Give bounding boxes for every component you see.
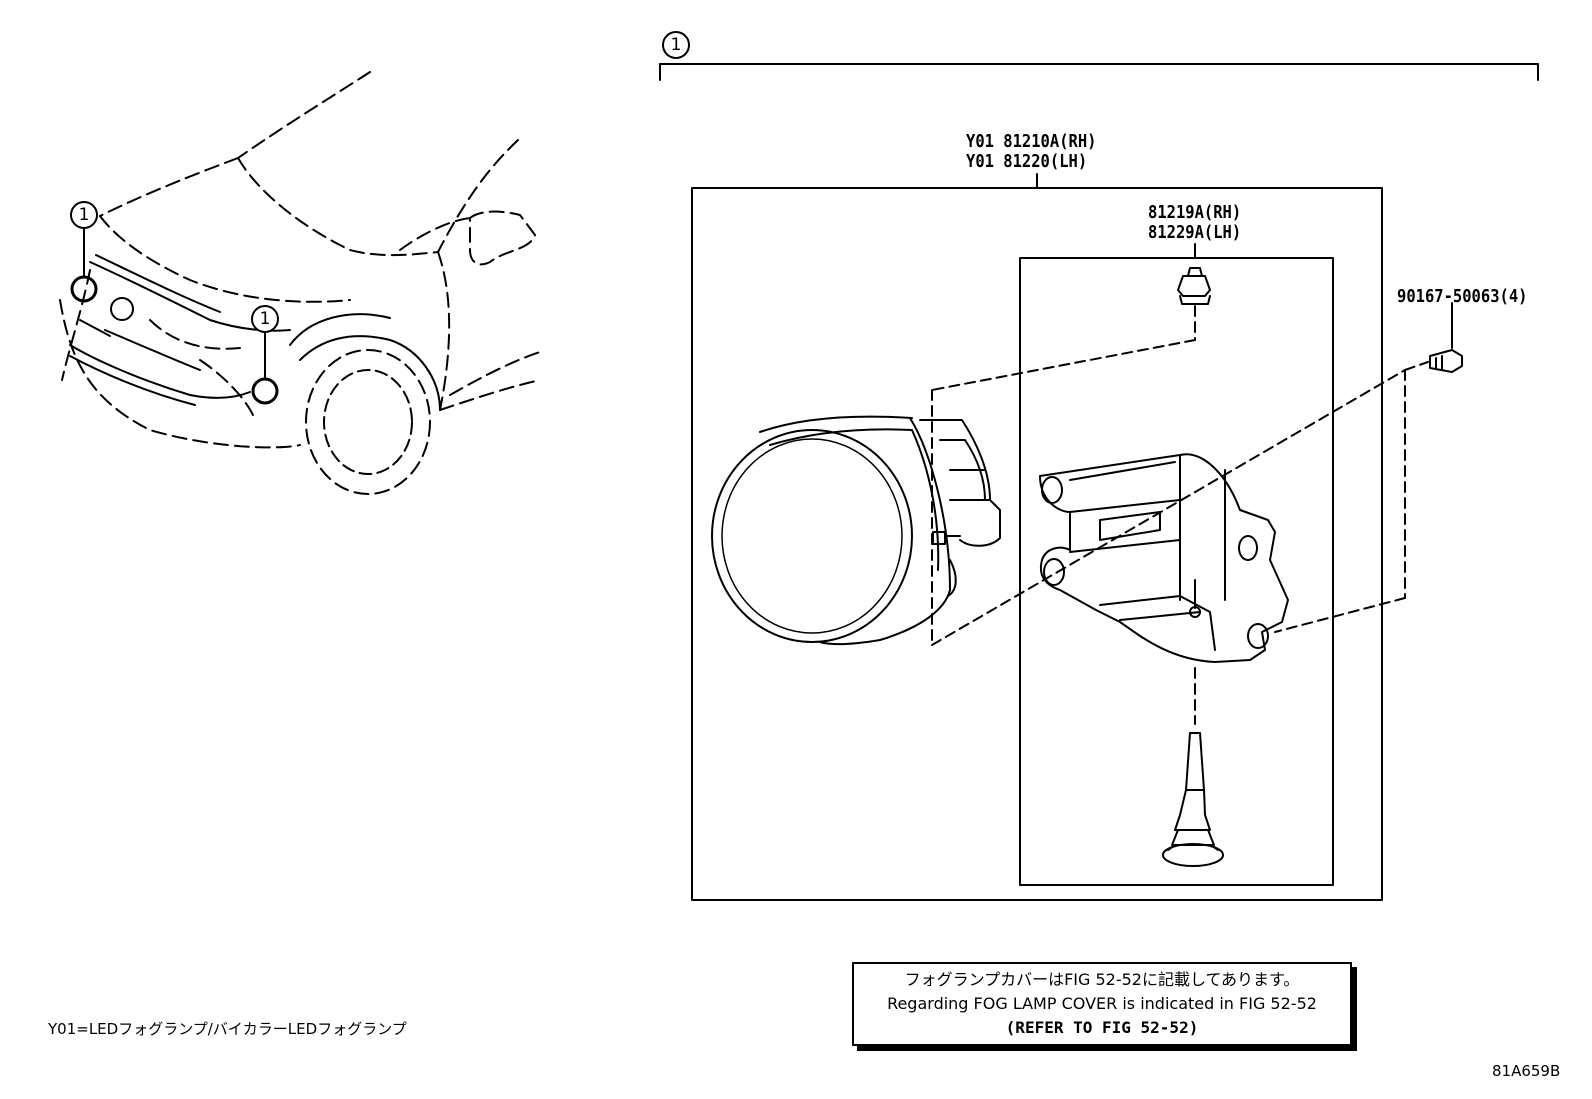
- clip-part: [1177, 267, 1211, 305]
- assembly-box-inner: [1019, 243, 1334, 886]
- vehicle-callout-upper: 1: [70, 201, 98, 229]
- fog-lamp-unit: [711, 415, 1001, 646]
- bulb-socket-part: [1162, 732, 1224, 867]
- group-bracket: [659, 63, 1539, 81]
- vehicle-callout-lower: 1: [251, 305, 279, 333]
- screw-part: [1429, 302, 1463, 373]
- part-label-fog-lamp-rh: Y01 81210A(RH): [966, 131, 1097, 152]
- part-label-screw: 90167-50063(4): [1397, 286, 1528, 307]
- reference-note-box: フォグランプカバーはFIG 52-52に記載してあります。 Regarding …: [852, 962, 1352, 1046]
- note-english: Regarding FOG LAMP COVER is indicated in…: [887, 994, 1317, 1013]
- note-japanese: フォグランプカバーはFIG 52-52に記載してあります。: [904, 970, 1300, 989]
- assembly-lines: [931, 305, 1429, 725]
- assembly-box-outer: [691, 173, 1383, 901]
- part-label-retainer-rh: 81219A(RH): [1148, 202, 1242, 223]
- illustration-code: 81A659B: [1492, 1062, 1561, 1080]
- note-refer: (REFER TO FIG 52-52): [1005, 1018, 1199, 1037]
- vehicle-front-illustration: [59, 71, 541, 495]
- part-label-retainer-lh: 81229A(LH): [1148, 222, 1242, 243]
- variant-legend: Y01=LEDフォグランプ/バイカラーLEDフォグランプ: [48, 1020, 407, 1038]
- fog-lamp-bracket: [1039, 453, 1289, 663]
- part-label-fog-lamp-lh: Y01 81220(LH): [966, 151, 1088, 172]
- group-callout-1: 1: [662, 31, 690, 59]
